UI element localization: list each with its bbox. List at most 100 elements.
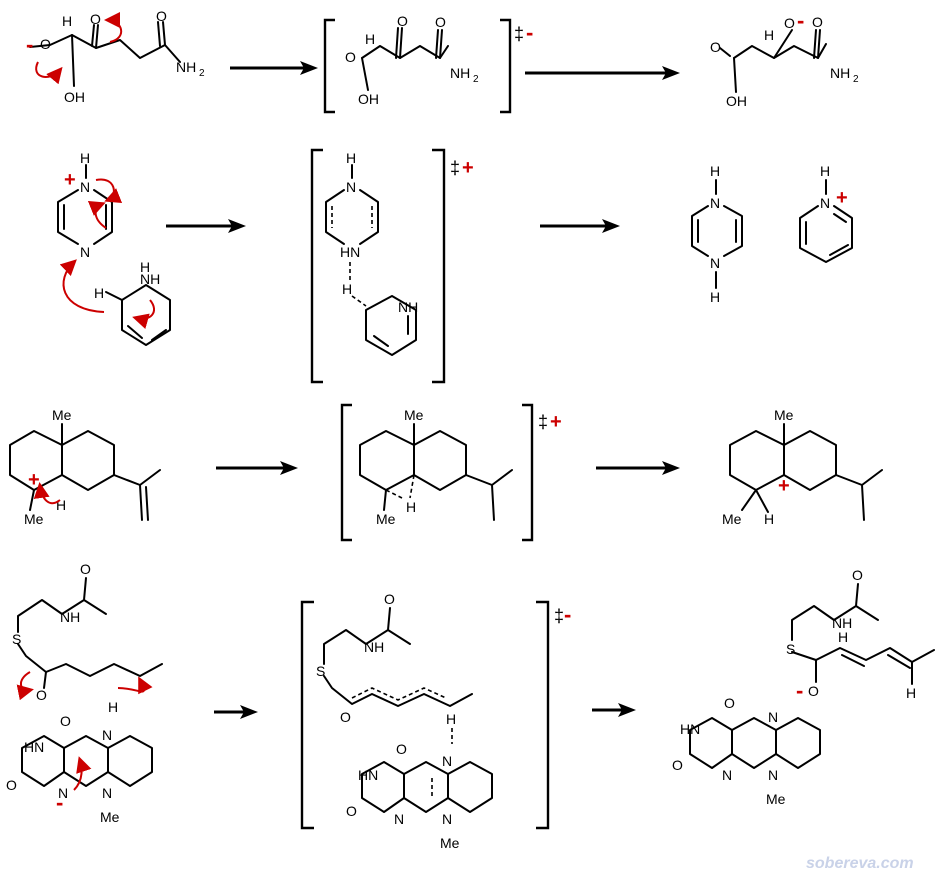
hydroxyl-label: OH <box>64 89 85 105</box>
negative-charge: - <box>796 678 803 703</box>
transition-dagger: ‡ <box>554 606 564 626</box>
row2-transition-state: H N HN H NH ‡ + <box>310 148 474 384</box>
positive-charge: + <box>550 411 562 433</box>
methyl-label: Me <box>100 809 120 825</box>
row4-reactant: S O NH O O O HN N H N - N Me <box>6 561 163 825</box>
amide-nh2-label: NH <box>830 65 850 81</box>
row1-transition-state: O O O H OH NH 2 ‡ - <box>323 13 533 114</box>
negative-charge: - <box>56 790 63 815</box>
nitrogen-label: N <box>346 179 356 195</box>
methyl-label: Me <box>440 835 460 851</box>
positive-charge: + <box>462 157 474 179</box>
curved-arrow <box>95 178 123 203</box>
methyl-label: Me <box>376 511 396 527</box>
oxygen-label: O <box>6 777 17 793</box>
transition-dagger: ‡ <box>514 24 524 44</box>
hydrogen-label: H <box>838 629 848 645</box>
hydrogen-label: H <box>906 685 916 701</box>
reaction-arrow <box>596 461 680 475</box>
row3-product: Me Me H + <box>722 407 883 527</box>
reaction-arrow <box>216 461 298 475</box>
oxygen-label: O <box>36 687 47 703</box>
oxygen-label: O <box>852 567 863 583</box>
nh-label: NH <box>832 615 852 631</box>
nh-label: NH <box>398 299 418 315</box>
methyl-label: Me <box>766 791 786 807</box>
watermark: sobereva.com <box>806 855 914 872</box>
alkoxide-oxygen-label: O <box>784 15 795 31</box>
curved-arrow <box>33 482 61 505</box>
oxygen-label: O <box>345 49 356 65</box>
methyl-label: Me <box>24 511 44 527</box>
nitrogen-label: N <box>58 785 68 801</box>
methyl-label: Me <box>404 407 424 423</box>
oxygen-label: O <box>80 561 91 577</box>
hydrogen-label: H <box>94 285 104 301</box>
hydrogen-label: H <box>346 150 356 166</box>
nitrogen-label: N <box>80 179 90 195</box>
nitrogen-label: N <box>442 811 452 827</box>
sulfur-label: S <box>786 641 795 657</box>
hn-label: HN <box>340 244 360 260</box>
nh-label: NH <box>364 639 384 655</box>
hn-label: HN <box>680 721 700 737</box>
negative-charge: - <box>797 8 804 33</box>
hydrogen-label: H <box>140 259 150 275</box>
hydrogen-label: H <box>80 150 90 166</box>
reaction-arrow <box>592 703 636 717</box>
hydrogen-label: H <box>365 31 375 47</box>
negative-charge: - <box>526 20 533 45</box>
hydrogen-label: H <box>342 281 352 297</box>
amide-nh2-label: NH <box>176 59 196 75</box>
positive-charge: + <box>28 469 40 491</box>
oxygen-label: O <box>724 695 735 711</box>
hydrogen-label: H <box>710 163 720 179</box>
alkoxide-oxygen-label: O <box>40 36 51 52</box>
negative-charge: - <box>564 602 571 627</box>
amide-oxygen-label: O <box>156 8 167 24</box>
oxygen-label: O <box>384 591 395 607</box>
nitrogen-label: N <box>80 244 90 260</box>
methyl-label: Me <box>774 407 794 423</box>
hydrogen-label: H <box>446 711 456 727</box>
subscript-2: 2 <box>199 68 205 79</box>
transition-dagger: ‡ <box>538 412 548 432</box>
curved-arrow <box>35 61 63 85</box>
curved-arrow <box>104 12 122 43</box>
hydrogen-label: H <box>820 163 830 179</box>
oxygen-label: O <box>435 14 446 30</box>
curved-arrow <box>59 259 105 313</box>
methyl-label: Me <box>52 407 72 423</box>
positive-charge: + <box>836 187 848 209</box>
oxygen-label: O <box>396 741 407 757</box>
nh-label: NH <box>140 271 160 287</box>
nitrogen-label: N <box>102 727 112 743</box>
nitrogen-label: N <box>394 811 404 827</box>
subscript-2: 2 <box>473 74 479 85</box>
nitrogen-label: N <box>442 753 452 769</box>
row2-product-dihydropyrazine: H N N H <box>691 163 743 305</box>
curved-arrow <box>87 201 107 229</box>
hydroxyl-label: OH <box>726 93 747 109</box>
curved-arrow <box>16 671 34 701</box>
hn-label: HN <box>24 739 44 755</box>
ketone-oxygen-label: O <box>90 11 101 27</box>
curved-arrow <box>117 676 153 695</box>
row2-product-pyridinium: H N + <box>799 163 853 263</box>
hydrogen-label: H <box>62 13 72 29</box>
positive-charge: + <box>778 475 790 497</box>
row3-reactant: Me Me H + <box>9 407 161 527</box>
sulfur-label: S <box>12 631 21 647</box>
nitrogen-label: N <box>768 709 778 725</box>
reaction-arrow <box>230 61 318 75</box>
oxygen-label: O <box>397 13 408 29</box>
hydrogen-label: H <box>56 497 66 513</box>
curved-arrow <box>132 299 155 329</box>
hydrogen-label: H <box>710 289 720 305</box>
subscript-2: 2 <box>853 74 859 85</box>
row3-transition-state: Me Me H ‡ + <box>340 403 562 542</box>
nitrogen-label: N <box>710 255 720 271</box>
row4-product: S O NH H O - H O O HN N N N Me <box>672 567 935 807</box>
row2-reactant: H N N + H NH H <box>57 150 171 346</box>
hydrogen-label: H <box>406 499 416 515</box>
